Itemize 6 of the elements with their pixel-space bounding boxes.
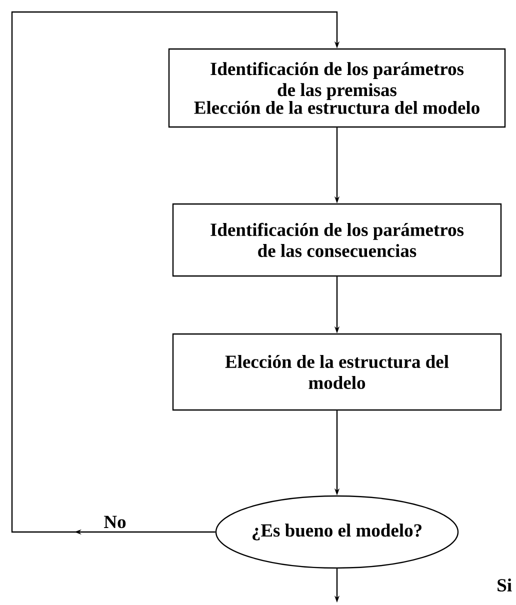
label: Si: [498, 578, 512, 592]
process-box: Identificación de los parámetros de las consecuencias: [172, 203, 502, 277]
edge-label: No: [104, 516, 126, 528]
loop-arrow: [11, 11, 340, 535]
process-box: Identificación de los parámetros de las premisas Elección de la estructura del modelo: [168, 48, 506, 128]
process-box: Elección de la estructura del modelo: [172, 333, 502, 411]
